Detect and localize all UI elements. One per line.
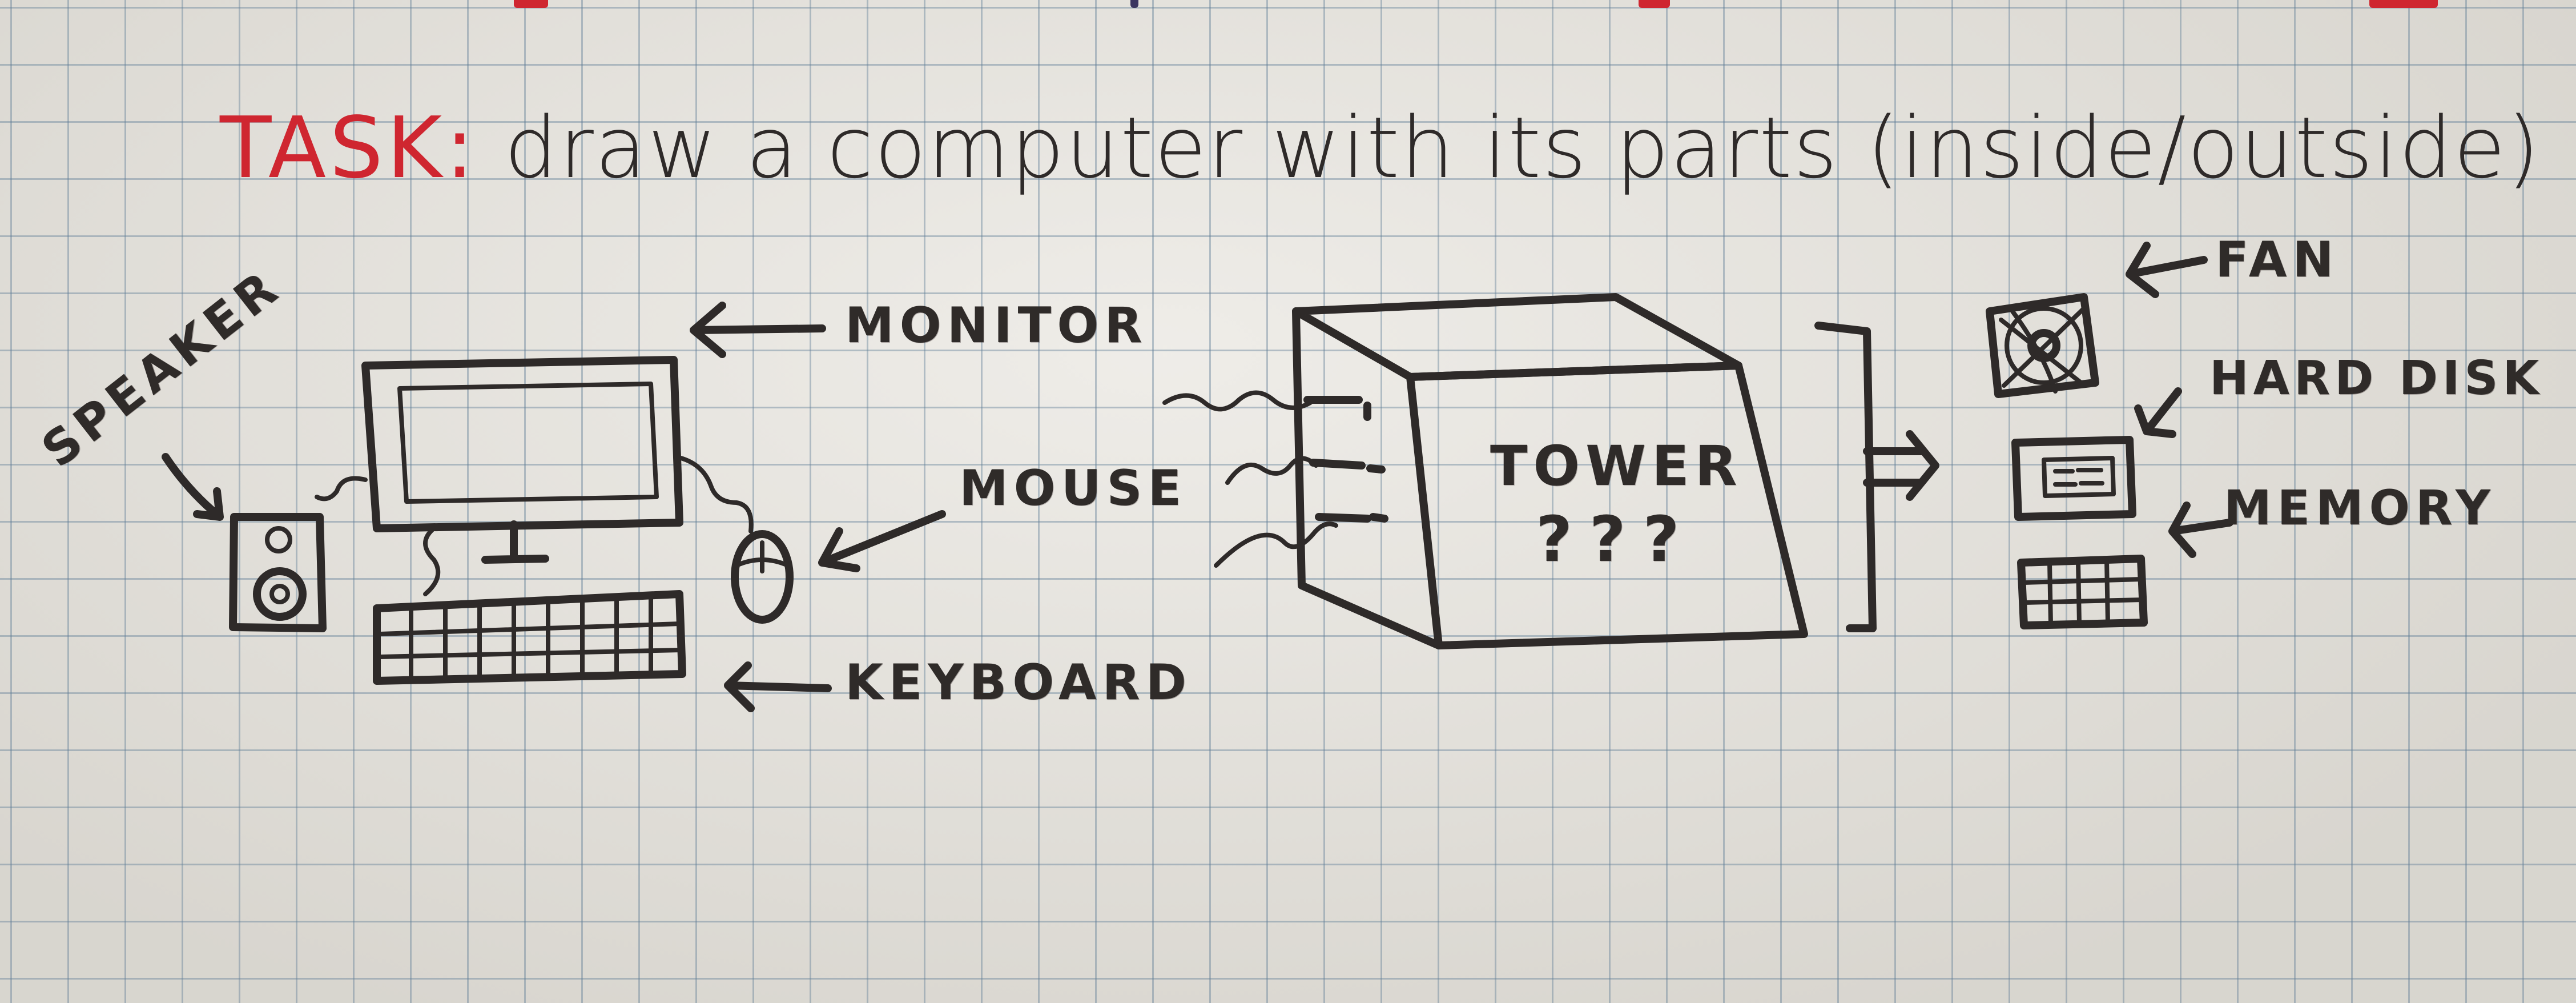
hard-disk-label: HARD DISK: [2209, 351, 2544, 406]
arrow-icon: [162, 242, 2233, 712]
fan-icon: [1986, 293, 2099, 398]
mouse-icon: [731, 530, 794, 624]
tower-question-marks: ???: [1536, 503, 1697, 576]
mouse-label: MOUSE: [959, 460, 1188, 517]
tower-icon: [1292, 293, 1808, 649]
monitor-label: MONITOR: [845, 297, 1148, 354]
keyboard-label: KEYBOARD: [845, 654, 1193, 711]
red-marks-top-edge: [0, 0, 2576, 10]
task-label: TASK:: [220, 99, 478, 197]
tower-cables: [1162, 390, 1338, 568]
implies-arrow-icon: [1863, 430, 1939, 501]
memory-label: MEMORY: [2224, 480, 2496, 536]
memory-icon: [2017, 555, 2148, 629]
hard-disk-icon: [2011, 436, 2136, 521]
keyboard-icon: [373, 590, 686, 685]
monitor-icon: [315, 356, 754, 596]
bracket-icon: [1814, 322, 1877, 632]
task-description: draw a computer with its parts (inside/o…: [504, 99, 2541, 197]
tower-label: TOWER: [1490, 434, 1743, 498]
speaker-icon: [229, 513, 327, 632]
fan-label: FAN: [2215, 231, 2340, 288]
task-heading: TASK: draw a computer with its parts (in…: [220, 106, 2541, 190]
